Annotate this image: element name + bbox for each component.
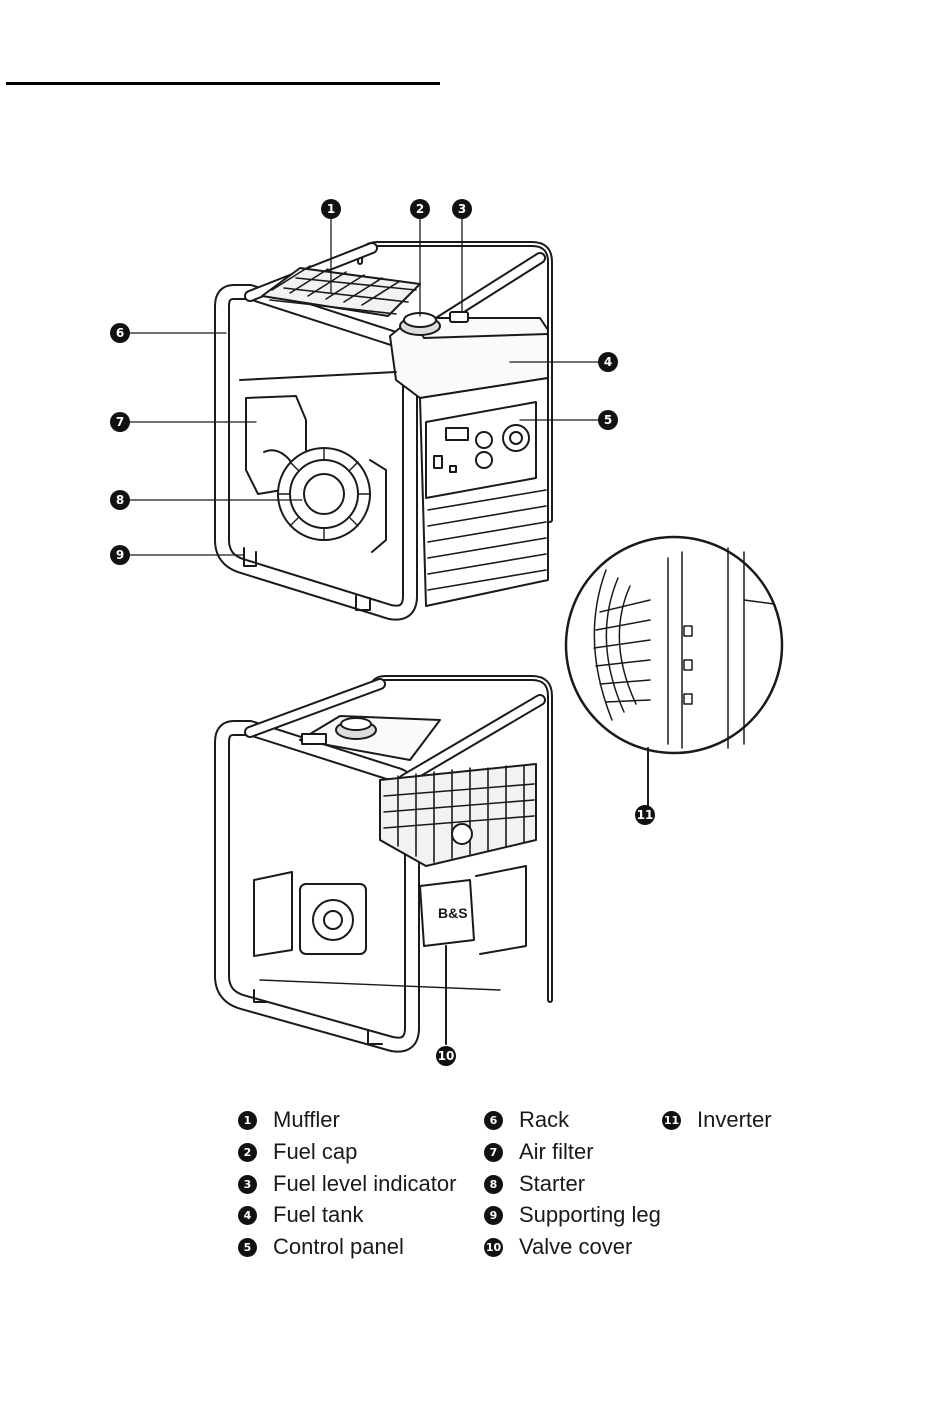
callout-marker: 2 bbox=[410, 199, 430, 219]
callout-marker: 6 bbox=[110, 323, 130, 343]
legend-number: 1 bbox=[238, 1111, 257, 1130]
legend-label: Fuel cap bbox=[273, 1139, 357, 1165]
svg-text:B&S: B&S bbox=[438, 905, 468, 921]
legend-item: 11 Inverter bbox=[662, 1106, 772, 1134]
legend-number: 9 bbox=[484, 1206, 503, 1225]
legend-label: Valve cover bbox=[519, 1234, 632, 1260]
generator-rear-view: B&S bbox=[222, 678, 550, 1045]
legend-number: 10 bbox=[484, 1238, 503, 1257]
legend-item: 5 Control panel bbox=[238, 1233, 404, 1261]
legend-number: 5 bbox=[238, 1238, 257, 1257]
legend-item: 3 Fuel level indicator bbox=[238, 1170, 456, 1198]
legend-number: 2 bbox=[238, 1143, 257, 1162]
callout-marker: 4 bbox=[598, 352, 618, 372]
legend-item: 9 Supporting leg bbox=[484, 1201, 661, 1229]
legend-item: 8 Starter bbox=[484, 1170, 585, 1198]
legend-item: 1 Muffler bbox=[238, 1106, 340, 1134]
legend-item: 4 Fuel tank bbox=[238, 1201, 364, 1229]
callout-marker: 1 bbox=[321, 199, 341, 219]
legend-label: Rack bbox=[519, 1107, 569, 1133]
legend-number: 8 bbox=[484, 1175, 503, 1194]
legend-label: Muffler bbox=[273, 1107, 340, 1133]
legend-item: 7 Air filter bbox=[484, 1138, 594, 1166]
legend-number: 7 bbox=[484, 1143, 503, 1162]
legend-label: Starter bbox=[519, 1171, 585, 1197]
inverter-detail bbox=[566, 537, 782, 808]
legend-label: Inverter bbox=[697, 1107, 772, 1133]
legend-label: Supporting leg bbox=[519, 1202, 661, 1228]
legend-number: 6 bbox=[484, 1111, 503, 1130]
callout-marker: 10 bbox=[436, 1046, 456, 1066]
legend-label: Air filter bbox=[519, 1139, 594, 1165]
callout-marker: 11 bbox=[635, 805, 655, 825]
callout-marker: 8 bbox=[110, 490, 130, 510]
legend-label: Control panel bbox=[273, 1234, 404, 1260]
legend-item: 10 Valve cover bbox=[484, 1233, 632, 1261]
generator-front-view bbox=[222, 244, 550, 613]
legend-number: 3 bbox=[238, 1175, 257, 1194]
parts-legend: 1 Muffler 2 Fuel cap 3 Fuel level indica… bbox=[232, 1104, 812, 1274]
callout-marker: 5 bbox=[598, 410, 618, 430]
generator-illustration: B&S bbox=[0, 0, 950, 1100]
legend-number: 11 bbox=[662, 1111, 681, 1130]
callout-marker: 9 bbox=[110, 545, 130, 565]
callout-marker: 7 bbox=[110, 412, 130, 432]
legend-number: 4 bbox=[238, 1206, 257, 1225]
callout-marker: 3 bbox=[452, 199, 472, 219]
legend-label: Fuel level indicator bbox=[273, 1171, 456, 1197]
legend-item: 2 Fuel cap bbox=[238, 1138, 357, 1166]
legend-label: Fuel tank bbox=[273, 1202, 364, 1228]
legend-item: 6 Rack bbox=[484, 1106, 569, 1134]
